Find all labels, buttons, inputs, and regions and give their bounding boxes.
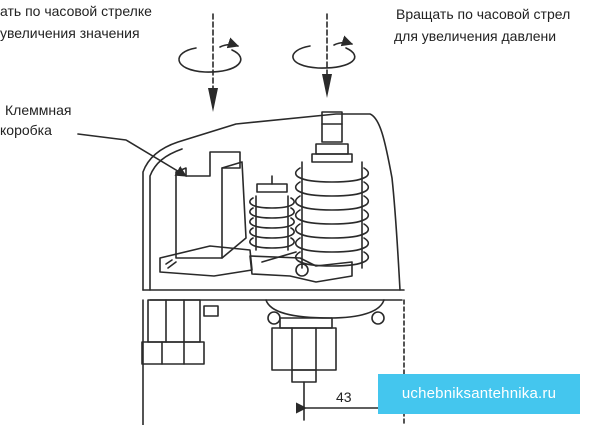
site-watermark: uchebniksantehnika.ru bbox=[378, 374, 580, 414]
contact-mechanism bbox=[249, 251, 353, 283]
right-adjust-label-line1: Вращать по часовой стрел bbox=[396, 6, 571, 22]
right-adjust-rotation-indicator bbox=[292, 13, 356, 98]
terminal-box-label-line2: коробка bbox=[0, 122, 52, 138]
large-spring bbox=[294, 111, 370, 269]
small-spring bbox=[249, 175, 295, 251]
left-adjust-label-line2: увеличения значения bbox=[0, 25, 140, 41]
dimension-lines bbox=[142, 299, 405, 425]
terminal-box-leader bbox=[77, 133, 187, 177]
terminal-box-label-line1: Клеммная bbox=[5, 102, 72, 118]
terminal-box bbox=[159, 151, 253, 277]
center-fitting bbox=[265, 299, 385, 383]
housing-cover bbox=[142, 113, 405, 301]
left-adjust-rotation-indicator bbox=[178, 13, 242, 112]
left-fitting bbox=[141, 299, 219, 365]
left-adjust-label-line1: ать по часовой стрелке bbox=[0, 3, 152, 19]
right-adjust-label-line2: для увеличения давлени bbox=[394, 28, 557, 44]
dimension-value: 43 bbox=[336, 389, 352, 405]
